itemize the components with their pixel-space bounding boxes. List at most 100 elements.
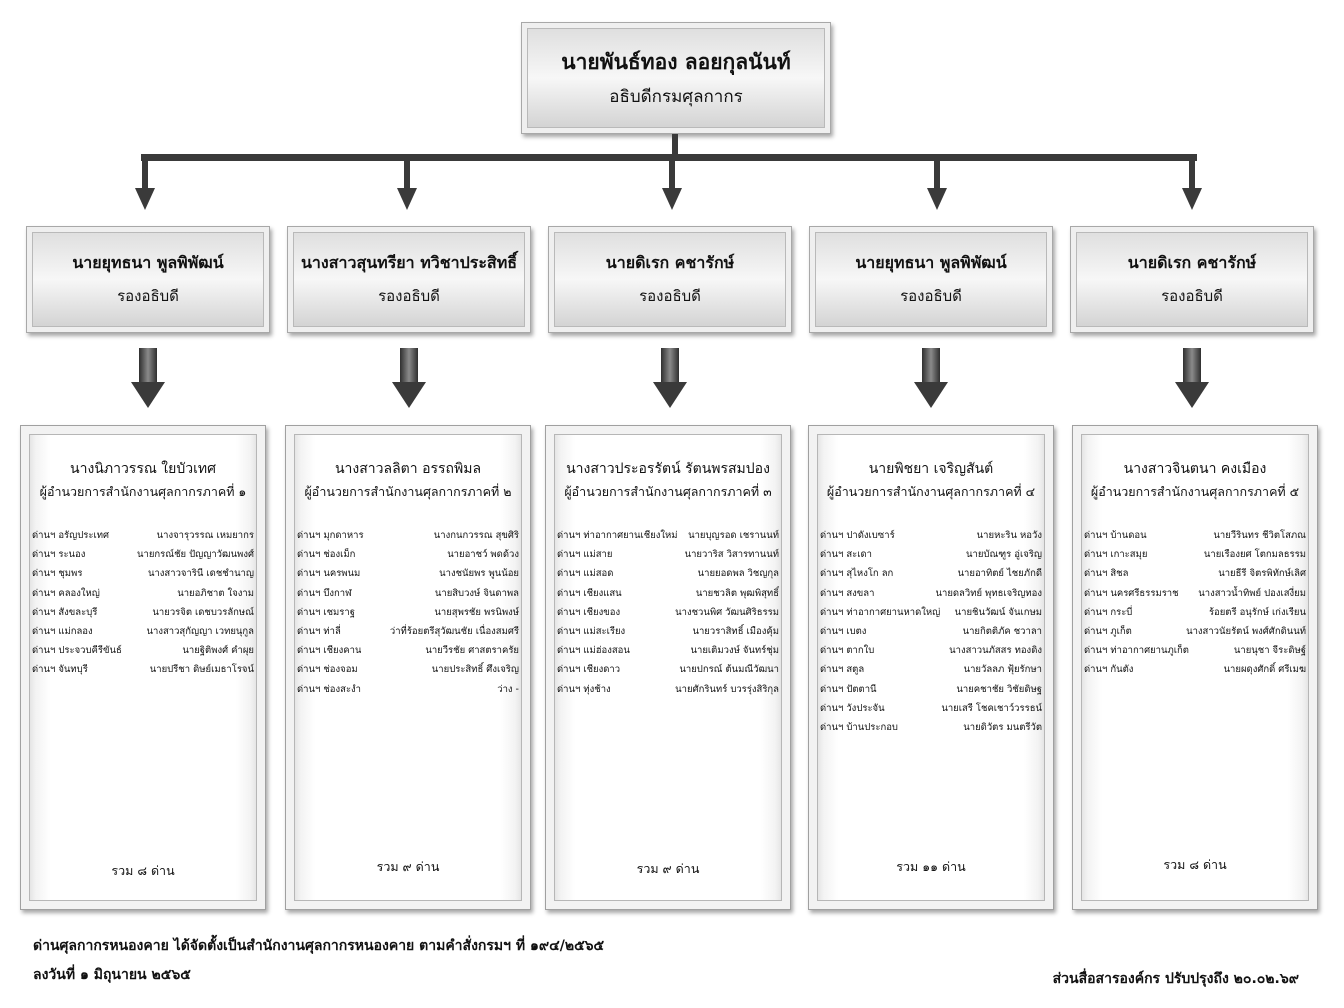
checkpoint-total: รวม ๙ ด่าน — [636, 861, 700, 876]
checkpoint-row: ด่านฯ สะเดานายบัณฑูร อู่เจริญ — [820, 545, 1042, 564]
checkpoint-total: รวม ๘ ด่าน — [111, 863, 175, 878]
checkpoint-name: ด่านฯ อรัญประเทศ — [32, 530, 110, 541]
checkpoint-head: นายหะริน หอวัง — [976, 530, 1042, 541]
region-connector-arrowhead — [392, 382, 426, 408]
region-panel: นายพิชยา เจริญสันต์ผู้อำนวยการสำนักงานศุ… — [808, 425, 1054, 910]
checkpoint-row: ด่านฯ เชมราฐ นายสุพรชัย พรนิพงษ์ — [297, 603, 519, 622]
checkpoint-list: ด่านฯ บ้านดอนนายวีรินทร ชีวิตโสภณด่านฯ เ… — [1084, 526, 1306, 680]
checkpoint-row: ด่านฯ นครศรีธรรมราชนางสาวน้ำทิพย์ ปองเสง… — [1084, 584, 1306, 603]
deputy-name: นายยุทธนา พูลพิพัฒน์ — [72, 253, 224, 272]
checkpoint-list: ด่านฯ ท่าอากาศยานเชียงใหม่นายบุญรอด เชรา… — [557, 526, 779, 699]
checkpoint-name: ด่านฯ ประจวบคีรีขันธ์ — [32, 645, 122, 657]
checkpoint-head: นายยอดพล วิชญกุล — [697, 568, 779, 580]
checkpoint-name: ด่านฯ บ้านประกอบ — [820, 721, 898, 733]
checkpoint-name: ด่านฯ ตากใบ — [820, 645, 875, 657]
region-connector-stem — [922, 348, 940, 384]
checkpoint-row: ด่านฯ เชียงของนางชวนพิศ วัฒนศิริธรรม — [557, 603, 779, 622]
checkpoint-row: ด่านฯ แม่กลองนางสาวสุกัญญา เวทยนุกูล — [32, 622, 254, 641]
checkpoint-head: นายเรืองยศ โตกมลธรรม — [1203, 549, 1306, 561]
region-connector-arrowhead — [131, 382, 165, 408]
checkpoint-list: ด่านฯ มุกดาหารนางกนกวรรณ สุขศิริด่านฯ ช่… — [297, 526, 519, 699]
checkpoint-head: นายเติมวงษ์ จันทร์ชุ่ม — [690, 645, 779, 657]
checkpoint-head: นางจารุวรรณ เหมยากร — [156, 530, 254, 541]
deputy-name: นายดิเรก คชารักษ์ — [1127, 253, 1257, 272]
checkpoint-name: ด่านฯ ท่าอากาศยานหาดใหญ่ — [820, 606, 941, 618]
checkpoint-name: ด่านฯ นครพนม — [297, 568, 361, 580]
checkpoint-name: ด่านฯ แม่สะเรียง — [557, 625, 626, 637]
checkpoint-head: นายเสรี โชคเชาว์วรรธน์ — [941, 702, 1042, 714]
checkpoint-name: ด่านฯ สังขละบุรี — [32, 606, 98, 618]
checkpoint-head: นายปกรณ์ ต้นมณีวัฒนา — [679, 664, 779, 676]
checkpoint-total: รวม ๙ ด่าน — [376, 859, 440, 874]
region-connector-arrowhead — [1175, 382, 1209, 408]
checkpoint-list: ด่านฯ อรัญประเทศ นางจารุวรรณ เหมยากรด่านฯ… — [32, 526, 254, 680]
deputy-title: รองอธิบดี — [117, 287, 179, 305]
checkpoint-head: นายปรีชา ดิษย์เมธาโรจน์ — [149, 664, 254, 676]
checkpoint-name: ด่านฯ ปัตตานี — [820, 683, 877, 695]
checkpoint-name: ด่านฯ ชุมพร — [32, 568, 83, 580]
checkpoint-name: ด่านฯ แม่สอด — [557, 568, 614, 580]
checkpoint-head: นางสาวนภัสสร ทองดิง — [949, 645, 1042, 657]
region-director-name: นางนิภาวรรณ ใยบัวเทศ — [70, 461, 216, 477]
checkpoint-head: นายธีรี จิตรพิทักษ์เลิศ — [1218, 568, 1306, 580]
checkpoint-name: ด่านฯ ภูเก็ต — [1084, 625, 1132, 637]
region-director-title: ผู้อำนวยการสำนักงานศุลกากรภาคที่ ๓ — [564, 484, 772, 499]
checkpoint-head: นายวีรินทร ชีวิตโสภณ — [1213, 530, 1306, 541]
checkpoint-row: ด่านฯ ชุมพร นางสาวจารินี เดชชำนาญ — [32, 564, 254, 583]
region-director-name: นางสาวจินตนา คงเมือง — [1123, 461, 1267, 477]
region-connector-stem — [139, 348, 157, 384]
checkpoint-head: นายศักรินทร์ บวรรุ่งสิริกุล — [675, 683, 779, 695]
region-panel: นางสาวจินตนา คงเมืองผู้อำนวยการสำนักงานศ… — [1072, 425, 1318, 910]
checkpoint-row: ด่านฯ กันตังนายผดุงศักดิ์ ศรีเมฆ — [1084, 660, 1306, 679]
checkpoint-row: ด่านฯ เกาะสมุยนายเรืองยศ โตกมลธรรม — [1084, 545, 1306, 564]
checkpoint-row: ด่านฯ จันทบุรี นายปรีชา ดิษย์เมธาโรจน์ — [32, 660, 254, 679]
checkpoint-row: ด่านฯ นครพนมนางชนัยพร พูนน้อย — [297, 564, 519, 583]
checkpoint-head: นายคชาชัย วิชัยดิษฐ — [956, 683, 1042, 695]
checkpoint-head: นางสาวจารินี เดชชำนาญ — [147, 568, 254, 580]
checkpoint-head: นายกรณ์ชัย ปัญญาวัฒนพงศ์ — [137, 549, 254, 561]
region-director-title: ผู้อำนวยการสำนักงานศุลกากรภาคที่ ๔ — [826, 484, 1036, 499]
checkpoint-row: ด่านฯ ท่าลี่ว่าที่ร้อยตรีสุวัฒนชัย เนื่อ… — [297, 622, 519, 641]
deputy-connector-arrowhead — [1182, 188, 1202, 210]
checkpoint-head: ร้อยตรี อนุรักษ์ เก่งเรียน — [1208, 606, 1306, 618]
checkpoint-head: นายวรจิต เดชบวรลักษณ์ — [152, 606, 254, 618]
checkpoint-row: ด่านฯ สงขลานายดลวิทย์ พุทธเจริญทอง — [820, 584, 1042, 603]
checkpoint-name: ด่านฯ ช่องเม็ก — [297, 549, 356, 561]
checkpoint-head: นายนุชา จีระดิษฐ์ — [1233, 645, 1306, 657]
checkpoint-total: รวม ๑๑ ด่าน — [896, 859, 966, 874]
deputy-title: รองอธิบดี — [900, 287, 962, 305]
region-panel: นางสาวประอรรัตน์ รัตนพรสมปองผู้อำนวยการส… — [545, 425, 791, 910]
checkpoint-head: นายสุพรชัย พรนิพงษ์ — [434, 606, 519, 618]
checkpoint-row: ด่านฯ สิชลนายธีรี จิตรพิทักษ์เลิศ — [1084, 564, 1306, 583]
checkpoint-name: ด่านฯ คลองใหญ่ — [32, 587, 100, 599]
checkpoint-name: ด่านฯ บึงกาฬ — [297, 587, 352, 599]
checkpoint-head: นายฐิติพงศ์ คำผุย — [182, 645, 254, 657]
checkpoint-name: ด่านฯ แม่กลอง — [32, 625, 93, 637]
checkpoint-name: ด่านฯ ช่องจอม — [297, 664, 358, 676]
checkpoint-list: ด่านฯ ปาดังเบซาร์ นายหะริน หอวังด่านฯ สะเ… — [820, 526, 1042, 737]
checkpoint-name: ด่านฯ เชียงแสน — [557, 587, 622, 599]
deputy-box: นายยุทธนา พูลพิพัฒน์รองอธิบดี — [26, 226, 270, 333]
checkpoint-row: ด่านฯ มุกดาหารนางกนกวรรณ สุขศิริ — [297, 526, 519, 545]
checkpoint-head: นายประสิทธิ์ ศึงเจริญ — [431, 664, 519, 676]
checkpoint-row: ด่านฯ แม่สายนายวาริส วิสารทานนท์ — [557, 545, 779, 564]
checkpoint-head: นางสาวนัยรัตน์ พงศ์ศักดินนท์ — [1186, 625, 1306, 637]
checkpoint-name: ด่านฯ กันตัง — [1084, 664, 1134, 676]
deputy-connector-stem — [404, 158, 410, 190]
checkpoint-row: ด่านฯ เชียงคานนายวีรชัย ศาสตราครัย — [297, 641, 519, 660]
checkpoint-name: ด่านฯ สตูล — [820, 664, 865, 676]
checkpoint-row: ด่านฯ ปัตตานี นายคชาชัย วิชัยดิษฐ — [820, 680, 1042, 699]
director-box: นายพันธ์ทอง ลอยกุลนันท์ อธิบดีกรมศุลกากร — [521, 22, 831, 134]
checkpoint-name: ด่านฯ จันทบุรี — [32, 664, 88, 676]
checkpoint-name: ด่านฯ เชมราฐ — [297, 606, 355, 618]
checkpoint-head: นายดลวิทย์ พุทธเจริญทอง — [935, 587, 1042, 599]
horizontal-connector — [141, 154, 1197, 161]
checkpoint-head: นายวีรชัย ศาสตราครัย — [425, 645, 519, 657]
region-director-title: ผู้อำนวยการสำนักงานศุลกากรภาคที่ ๕ — [1090, 484, 1300, 499]
checkpoint-head: นายอาทิตย์ ไชยภักดี — [957, 568, 1042, 580]
deputy-title: รองอธิบดี — [1161, 287, 1223, 305]
checkpoint-name: ด่านฯ มุกดาหาร — [297, 530, 364, 541]
checkpoint-row: ด่านฯ สังขละบุรี นายวรจิต เดชบวรลักษณ์ — [32, 603, 254, 622]
checkpoint-name: ด่านฯ ปาดังเบซาร์ — [820, 530, 895, 541]
footer-updated: ส่วนสื่อสารองค์กร ปรับปรุงถึง ๒๐.๐๒.๖๙ — [1052, 971, 1299, 987]
